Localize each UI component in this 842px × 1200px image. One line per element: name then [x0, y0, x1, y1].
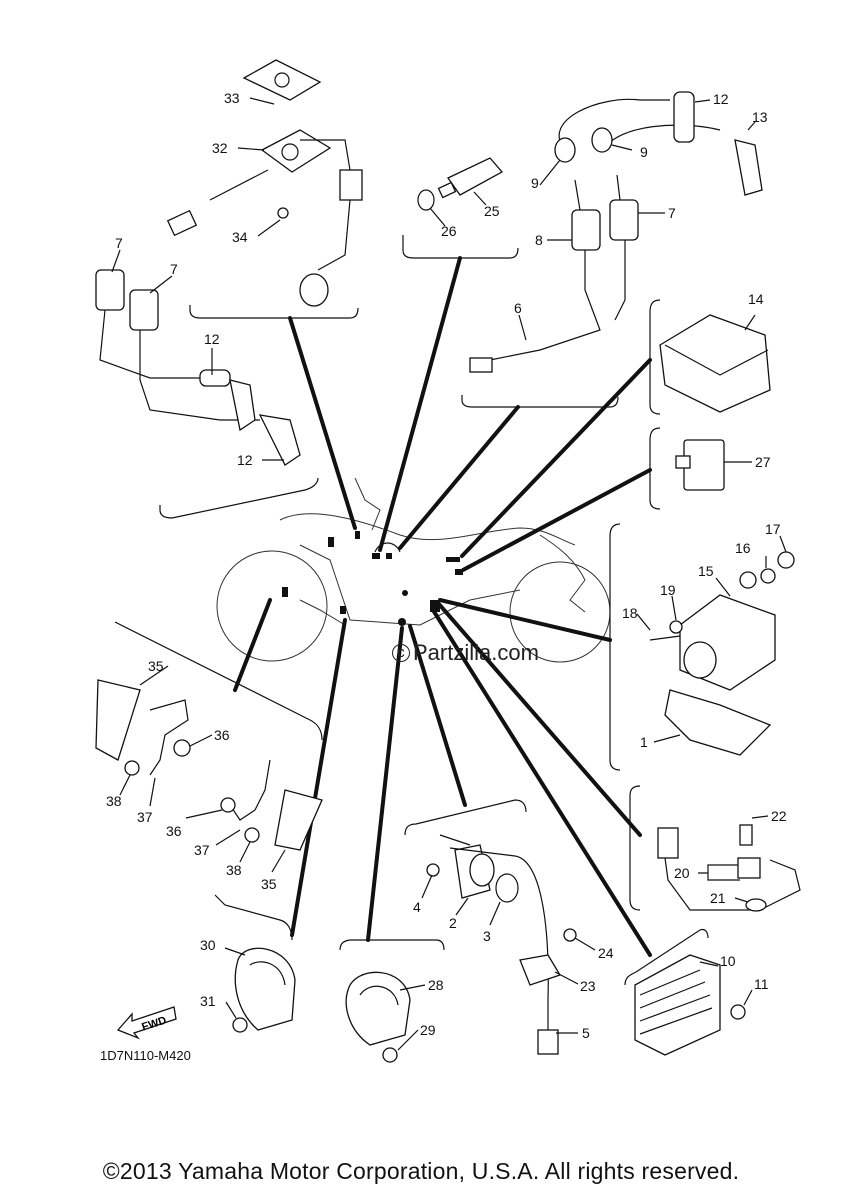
- callout-13: 13: [752, 109, 768, 125]
- callout-8: 8: [535, 232, 543, 248]
- rectifier-10-11: [634, 954, 746, 1056]
- callout-34: 34: [232, 229, 248, 245]
- callout-36b: 36: [166, 823, 182, 839]
- callout-14: 14: [748, 291, 764, 307]
- callout-12b: 12: [204, 331, 220, 347]
- sensor-20-21-22: [657, 824, 801, 912]
- callout-35a: 35: [148, 658, 164, 674]
- callout-4: 4: [413, 899, 421, 915]
- doc-code: 1D7N110-M420: [100, 1048, 191, 1063]
- callout-7c: 7: [170, 261, 178, 277]
- group-brackets: [114, 235, 709, 986]
- callout-25: 25: [484, 203, 500, 219]
- motorcycle-silhouette: [216, 477, 611, 663]
- callout-12c: 12: [237, 452, 253, 468]
- callout-37a: 37: [137, 809, 153, 825]
- relay-27: [675, 439, 725, 491]
- callout-24: 24: [598, 945, 614, 961]
- callout-15: 15: [698, 563, 714, 579]
- callout-37b: 37: [194, 842, 210, 858]
- callout-31: 31: [200, 993, 216, 1009]
- callout-2: 2: [449, 915, 457, 931]
- callout-3: 3: [483, 928, 491, 944]
- callout-16: 16: [735, 540, 751, 556]
- callout-35b: 35: [261, 876, 277, 892]
- callout-38b: 38: [226, 862, 242, 878]
- callout-18: 18: [622, 605, 638, 621]
- callout-20: 20: [674, 865, 690, 881]
- callout-labels: 33 32 34 25 26 12 13 9 9 7 8 6 7 7 12 12…: [106, 90, 787, 1051]
- callout-5: 5: [582, 1025, 590, 1041]
- callout-11: 11: [754, 976, 769, 992]
- fwd-arrow-icon: FWD: [116, 1006, 177, 1040]
- callout-7b: 7: [115, 235, 123, 251]
- regulator-assembly-15: [649, 551, 795, 756]
- ecu-14: [659, 314, 771, 413]
- callout-22: 22: [771, 808, 787, 824]
- callout-27: 27: [755, 454, 771, 470]
- callout-29: 29: [420, 1022, 436, 1038]
- callout-7a: 7: [668, 205, 676, 221]
- callout-32: 32: [212, 140, 228, 156]
- callout-33: 33: [224, 90, 240, 106]
- callout-17: 17: [765, 521, 781, 537]
- callout-26: 26: [441, 223, 457, 239]
- leader-lines: [233, 256, 652, 957]
- brackets-35-38: [95, 679, 323, 851]
- sensor-25-26: [417, 157, 504, 211]
- callout-6: 6: [514, 300, 522, 316]
- ignition-coils-right: [469, 91, 763, 373]
- callout-9b: 9: [531, 175, 539, 191]
- copyright-footer: ©2013 Yamaha Motor Corporation, U.S.A. A…: [102, 1158, 740, 1184]
- callout-28: 28: [428, 977, 444, 993]
- callout-21: 21: [710, 890, 726, 906]
- copyright-icon: c: [392, 644, 410, 662]
- callout-12a: 12: [713, 91, 729, 107]
- watermark-text: Partzilla.com: [413, 640, 539, 665]
- sensor-2-3-4: [426, 834, 577, 1055]
- callout-23: 23: [580, 978, 596, 994]
- callout-1: 1: [640, 734, 648, 750]
- callout-36a: 36: [214, 727, 230, 743]
- horns-28-30: [232, 947, 411, 1063]
- callout-19: 19: [660, 582, 676, 598]
- ignition-coils-left: [95, 269, 301, 466]
- fuel-sender-32: [166, 59, 363, 307]
- callout-30: 30: [200, 937, 216, 953]
- callout-38a: 38: [106, 793, 122, 809]
- callout-9a: 9: [640, 144, 648, 160]
- callout-10: 10: [720, 953, 736, 969]
